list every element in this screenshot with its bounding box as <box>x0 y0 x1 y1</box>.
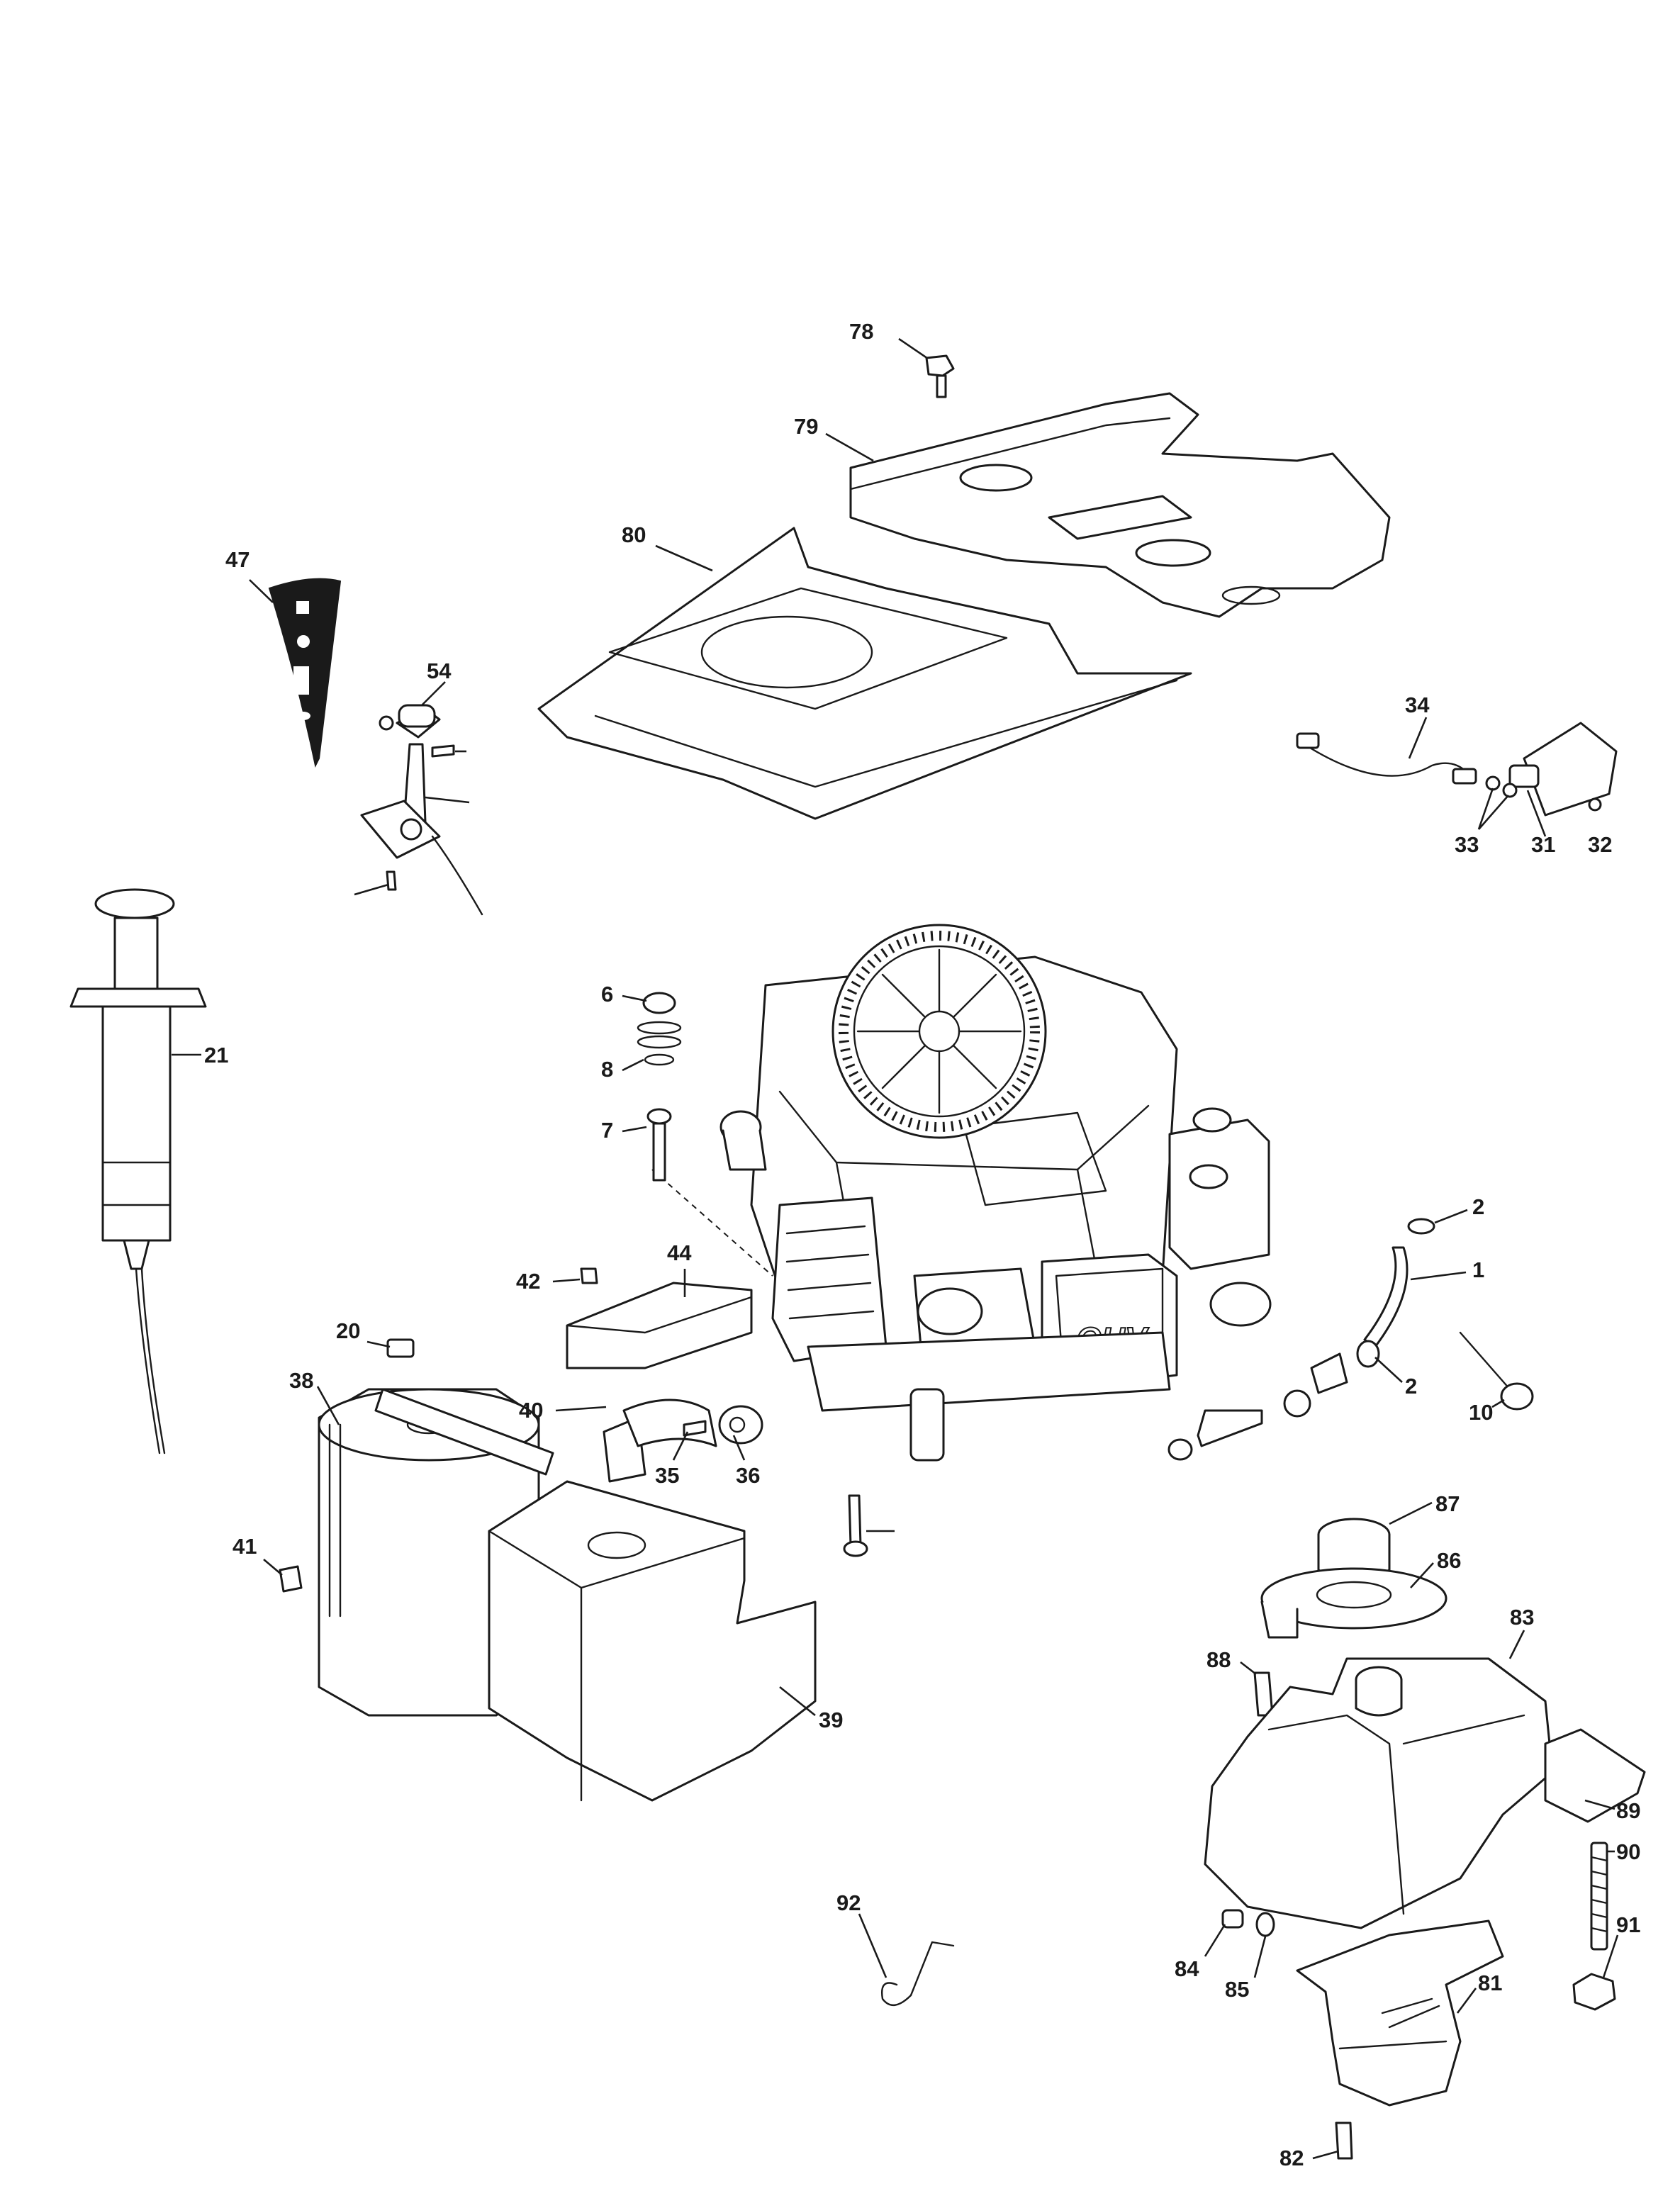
callout-86: 86 <box>1437 1548 1461 1573</box>
oil-syringe-drawing <box>69 888 207 1454</box>
throttle-decal-drawing <box>268 578 342 768</box>
callout-6: 6 <box>601 982 613 1007</box>
callout-81: 81 <box>1478 1971 1502 1995</box>
callout-47: 47 <box>225 547 250 572</box>
callout-36: 36 <box>736 1463 760 1488</box>
callout-89: 89 <box>1616 1798 1640 1823</box>
callout-31: 31 <box>1531 832 1555 857</box>
callout-20: 20 <box>336 1318 360 1343</box>
lower-cover-drawing <box>537 527 1192 820</box>
engine-drawing: OHV <box>719 924 1272 1462</box>
callout-labels: 78 79 80 47 54 21 34 33 31 <box>172 319 1640 2170</box>
fuel-line-drawing <box>1167 1218 1534 1461</box>
callout-84: 84 <box>1175 1956 1199 1981</box>
callout-33: 33 <box>1455 832 1479 857</box>
callout-34: 34 <box>1405 693 1430 717</box>
callout-92: 92 <box>836 1890 861 1915</box>
callout-91: 91 <box>1616 1912 1640 1937</box>
callout-2-top: 2 <box>1472 1194 1484 1219</box>
callout-85: 85 <box>1225 1977 1249 2002</box>
callout-42: 42 <box>516 1269 540 1294</box>
throttle-lever-drawing <box>360 704 483 916</box>
callout-83: 83 <box>1510 1605 1534 1630</box>
callout-40: 40 <box>519 1398 543 1423</box>
callout-8: 8 <box>601 1057 613 1082</box>
callout-32: 32 <box>1588 832 1612 857</box>
muffler-bracket-drawing <box>279 1169 773 1593</box>
callout-38: 38 <box>289 1368 313 1393</box>
callout-21: 21 <box>204 1043 228 1067</box>
callout-87: 87 <box>1435 1491 1460 1516</box>
callout-90: 90 <box>1616 1839 1640 1864</box>
callout-1: 1 <box>1472 1257 1484 1282</box>
callout-35: 35 <box>655 1463 679 1488</box>
muffler-drawing <box>318 1338 554 1717</box>
ground-hardware-drawing <box>637 992 682 1182</box>
callout-44: 44 <box>667 1240 692 1265</box>
callout-79: 79 <box>794 414 818 439</box>
callout-41: 41 <box>233 1534 257 1559</box>
callout-78: 78 <box>849 319 873 344</box>
callout-10: 10 <box>1469 1400 1493 1425</box>
callout-7: 7 <box>601 1118 613 1143</box>
callout-54: 54 <box>427 658 452 683</box>
callout-39: 39 <box>819 1708 843 1732</box>
fuel-tank-drawing <box>881 1518 1646 2160</box>
callout-80: 80 <box>622 522 646 547</box>
callout-88: 88 <box>1206 1647 1231 1672</box>
upper-cover-drawing <box>849 392 1391 618</box>
solenoid-drawing <box>1296 722 1618 817</box>
callout-2-bottom: 2 <box>1405 1374 1417 1399</box>
muffler-guard-drawing <box>488 1480 817 1802</box>
callout-82: 82 <box>1279 2146 1304 2170</box>
